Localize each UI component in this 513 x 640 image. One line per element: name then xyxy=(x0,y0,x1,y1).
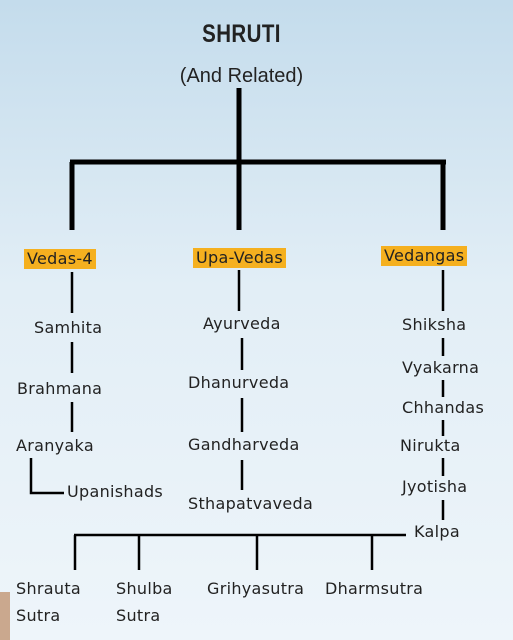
node-shulba-line1: Shulba xyxy=(116,579,173,598)
node-ayurveda: Ayurveda xyxy=(203,314,281,333)
node-dhanurveda: Dhanurveda xyxy=(188,373,290,392)
node-kalpa: Kalpa xyxy=(414,522,460,541)
node-samhita: Samhita xyxy=(34,318,103,337)
node-vyakarna: Vyakarna xyxy=(402,358,480,377)
heading-upavedas: Upa-Vedas xyxy=(193,248,287,268)
node-shulba-line2: Sutra xyxy=(116,606,161,625)
heading-vedangas: Vedangas xyxy=(381,246,468,266)
node-shrauta-line1: Shrauta xyxy=(16,579,81,598)
node-jyotisha: Jyotisha xyxy=(402,477,468,496)
node-upanishads: Upanishads xyxy=(67,482,164,501)
node-shrauta-line2: Sutra xyxy=(16,606,61,625)
node-grihyasutra: Grihyasutra xyxy=(207,579,305,598)
node-brahmana: Brahmana xyxy=(17,379,103,398)
node-chhandas: Chhandas xyxy=(402,398,485,417)
node-dharmsutra: Dharmsutra xyxy=(325,579,424,598)
link-aranyaka-upanishads xyxy=(29,458,64,495)
node-sthapatvaveda: Sthapatvaveda xyxy=(188,494,314,513)
diagram-subtitle: (And Related) xyxy=(179,65,304,87)
node-aranyaka: Aranyaka xyxy=(16,436,94,455)
node-nirukta: Nirukta xyxy=(400,436,461,455)
node-gandharveda: Gandharveda xyxy=(188,435,300,454)
corner-decoration xyxy=(0,592,10,640)
heading-vedas: Vedas-4 xyxy=(24,249,96,269)
diagram-title: SHRUTI xyxy=(202,20,281,48)
node-shiksha: Shiksha xyxy=(402,315,467,334)
